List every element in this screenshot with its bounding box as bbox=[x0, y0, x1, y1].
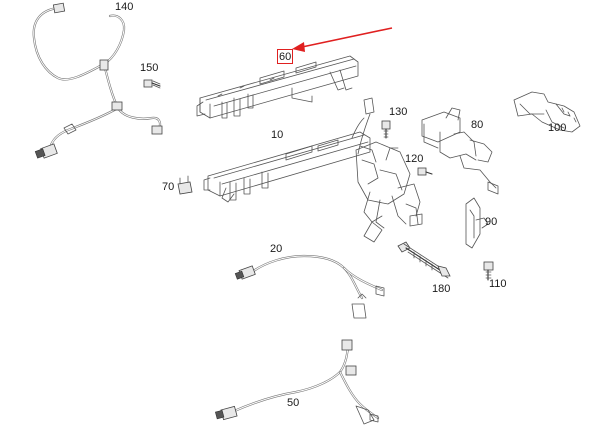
label-60: 60 bbox=[279, 51, 292, 63]
highlight-box-60 bbox=[277, 49, 293, 64]
highlight-arrow bbox=[292, 27, 393, 52]
part-110-bolt[interactable] bbox=[483, 261, 494, 281]
part-80-bracket[interactable] bbox=[421, 107, 499, 195]
part-50-harness[interactable] bbox=[214, 339, 380, 425]
label-80: 80 bbox=[471, 119, 484, 131]
label-120: 120 bbox=[405, 153, 424, 165]
label-10: 10 bbox=[271, 129, 284, 141]
part-120-bolt[interactable] bbox=[417, 167, 433, 176]
label-140: 140 bbox=[115, 1, 134, 13]
part-90-bracket[interactable] bbox=[465, 197, 489, 249]
label-150: 150 bbox=[140, 62, 159, 74]
part-150-bolt[interactable] bbox=[143, 79, 161, 89]
label-70: 70 bbox=[162, 181, 175, 193]
part-100-cover[interactable] bbox=[513, 91, 581, 133]
part-70-clip[interactable] bbox=[177, 175, 193, 195]
part-130-bolt[interactable] bbox=[381, 120, 391, 139]
part-60-rail[interactable] bbox=[196, 55, 359, 119]
label-50: 50 bbox=[287, 397, 300, 409]
part-180-sensor[interactable] bbox=[397, 241, 451, 279]
label-20: 20 bbox=[270, 243, 283, 255]
label-110: 110 bbox=[489, 278, 507, 290]
label-180: 180 bbox=[432, 283, 451, 295]
label-100: 100 bbox=[548, 122, 567, 134]
part-140-harness[interactable] bbox=[32, 2, 163, 159]
part-20-harness[interactable] bbox=[234, 254, 385, 319]
center-assembly bbox=[355, 97, 423, 243]
label-130: 130 bbox=[389, 106, 408, 118]
part-10-main-rail[interactable] bbox=[203, 117, 377, 203]
label-90: 90 bbox=[485, 216, 498, 228]
